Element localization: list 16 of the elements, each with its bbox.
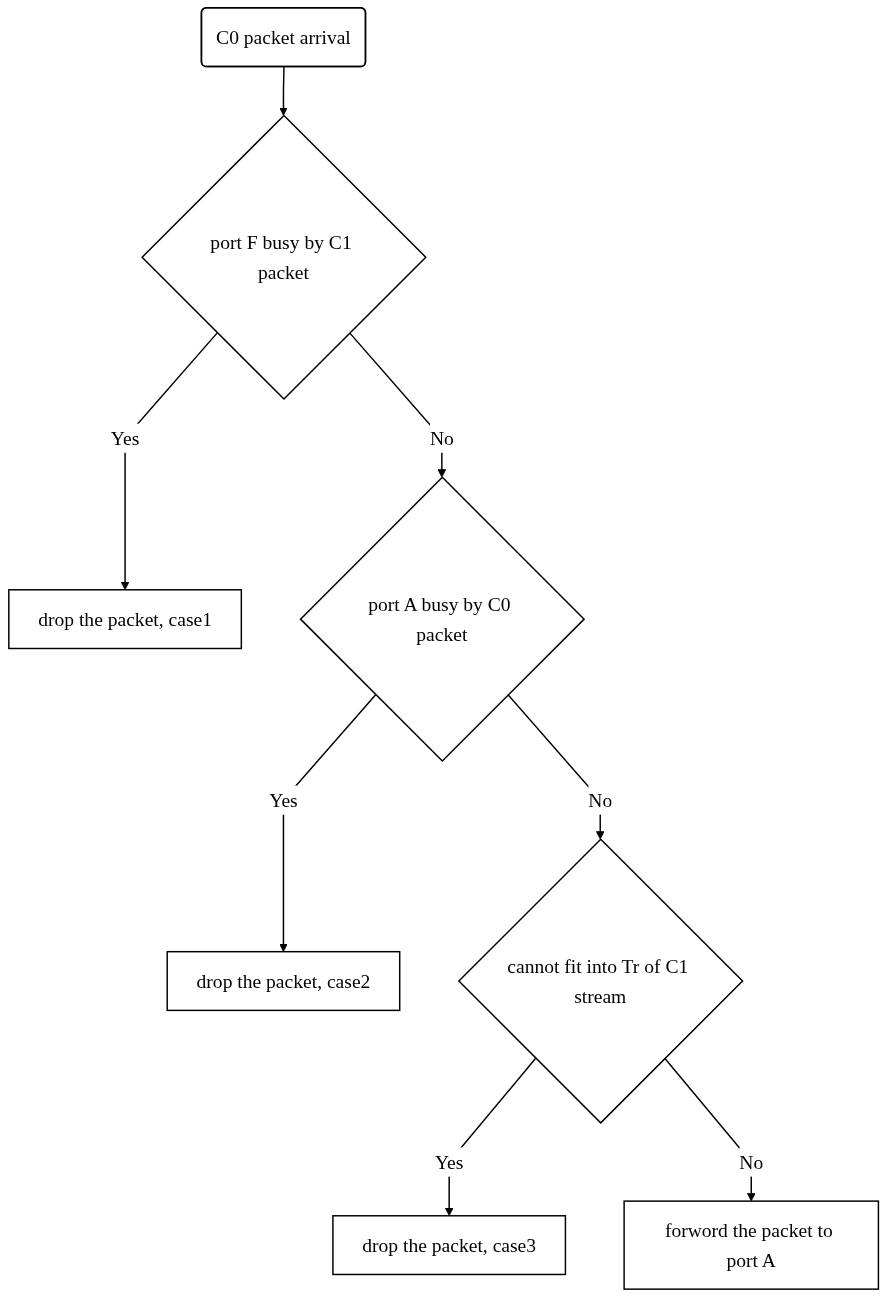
node-box: drop the packet, case1 xyxy=(7,589,242,650)
node-box: drop the packet, case2 xyxy=(166,950,401,1012)
edge-label: Yes xyxy=(269,789,298,811)
edge-label: Yes xyxy=(434,1151,464,1173)
arrow xyxy=(279,694,377,953)
edge-label: No xyxy=(588,789,613,811)
arrow xyxy=(279,66,288,116)
edge-label: Yes xyxy=(110,427,140,449)
node-box: drop the packet, case3 xyxy=(332,1215,567,1276)
node-diamond: cannot fit into Tr of C1 stream xyxy=(457,838,744,1124)
edge-label: No xyxy=(429,427,454,449)
node-diamond: port F busy by C1 packet xyxy=(140,114,427,401)
edge-label: No xyxy=(739,1151,764,1173)
node-box: forword the packet to port A xyxy=(623,1200,880,1290)
arrow xyxy=(120,332,218,591)
node-diamond: port A busy by C0 packet xyxy=(299,476,586,762)
